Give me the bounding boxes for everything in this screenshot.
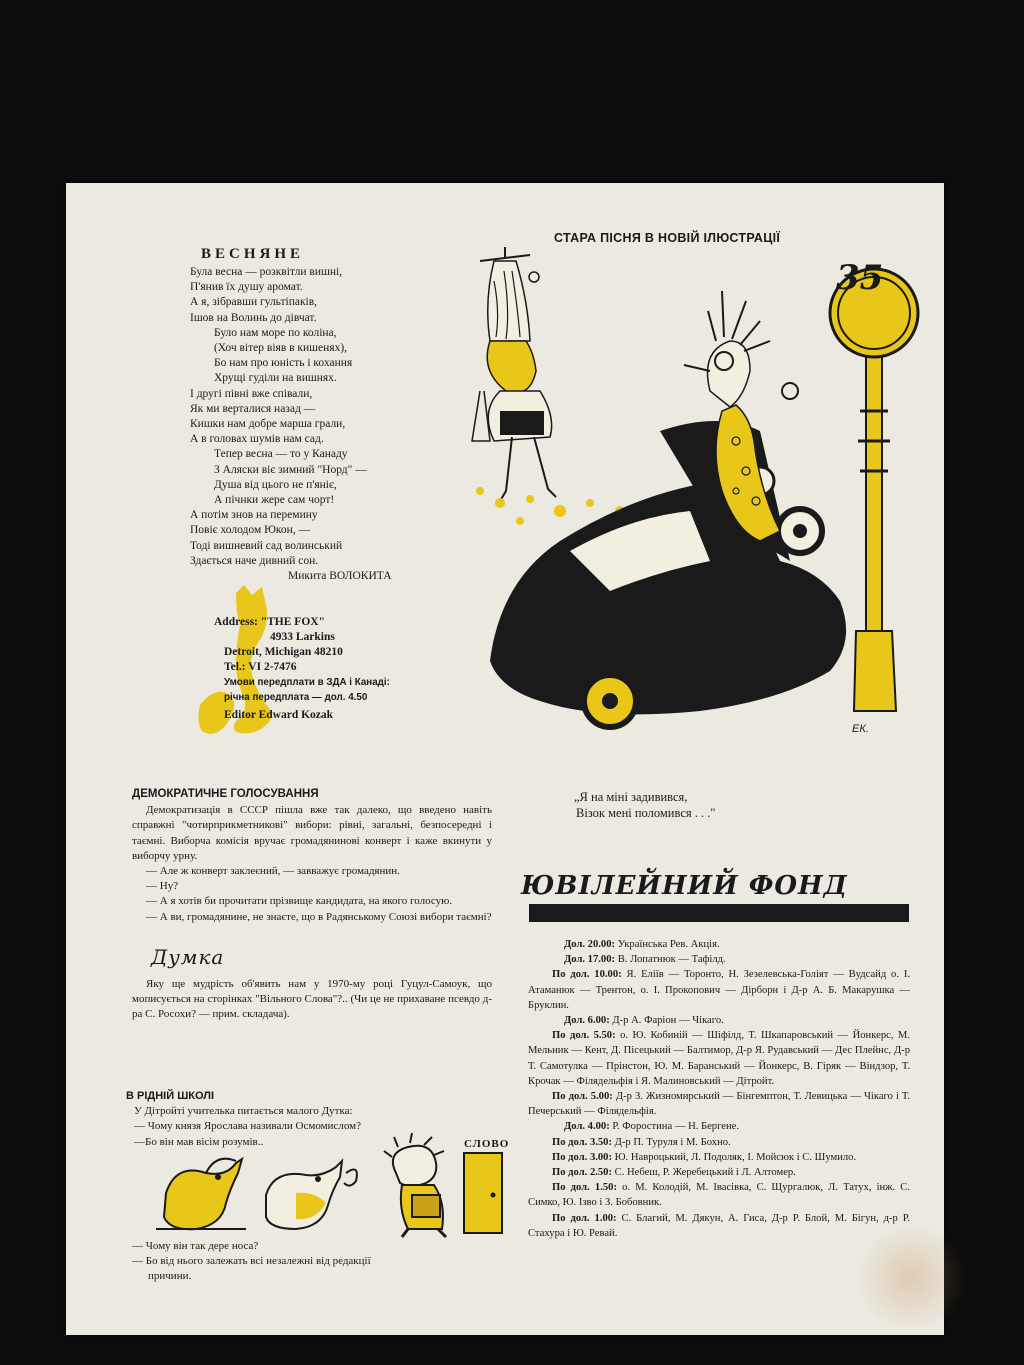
address-street: 4933 Larkins	[270, 631, 335, 643]
donor-entry: По дол. 3.00: Ю. Навроцький, Л. Подоляк,…	[552, 1151, 857, 1163]
jubilee-donor-list: Дол. 20.00: Українська Рев. Акція. Дол. …	[528, 937, 910, 1241]
school-cartoon-illustration	[156, 1133, 503, 1239]
article-line: — Чому він так дере носа?	[132, 1240, 259, 1252]
donor-entry: Дол. 4.00: Р. Форостина — Н. Бергене.	[564, 1121, 740, 1133]
article-heading: В РІДНІЙ ШКОЛІ	[126, 1090, 215, 1102]
poem-line: А я, зібравши гультіпаків,	[190, 296, 318, 309]
caption-line: „Я на міні задивився,	[574, 790, 688, 804]
donor-entry: По дол. 3.50: Д-р П. Туруля і М. Бохно.	[552, 1136, 731, 1148]
poem-line: (Хоч вітер віяв в кишенях),	[214, 342, 348, 355]
native-school-article: В РІДНІЙ ШКОЛІ У Дітройті учителька пита…	[126, 1089, 492, 1150]
poem-title: ВЕСНЯНЕ	[201, 246, 305, 262]
donor-entry: Дол. 20.00: Українська Рев. Акція.	[564, 939, 720, 950]
poem-line: Тоді вишневий сад волинський	[190, 539, 343, 552]
donor-entry: По дол. 1.50: о. М. Колодій, М. Івасівка…	[528, 1182, 910, 1209]
article-paragraph: Демократизація в СССР пішла вже так дале…	[132, 804, 492, 862]
fox-silhouette-icon	[198, 585, 272, 734]
address-city: Detroit, Michigan 48210	[224, 646, 343, 658]
donor-entry: По дол. 5.00: Д-р З. Жизномирський — Бін…	[528, 1091, 910, 1118]
democratic-voting-article: ДЕМОКРАТИЧНЕ ГОЛОСУВАННЯ Демократизація …	[132, 787, 492, 925]
article-heading: ДЕМОКРАТИЧНЕ ГОЛОСУВАННЯ	[132, 788, 319, 800]
poem-line: З Аляски віє зимний "Норд" —	[214, 463, 367, 476]
poem-line: Ішов на Волинь до дівчат.	[190, 311, 317, 324]
magazine-page: ВЕСНЯНЕ Була весна — розквітли вишні, П'…	[66, 183, 966, 1335]
article-line: — Чому князя Ярослава називали Осмомисло…	[134, 1120, 361, 1133]
article-paragraph: — А ви, громадянине, не знаєте, що в Рад…	[146, 910, 492, 923]
poem-line: Душа від цього не п'яніє,	[214, 478, 337, 491]
subscription-terms: Умови передплати в ЗДА і Канаді:	[224, 677, 390, 688]
donor-entry: По дол. 10.00: Я. Еліїв — Торонто, Н. Зе…	[528, 969, 910, 1011]
poem-author: Микита ВОЛОКИТА	[288, 570, 392, 583]
donor-entry: По дол. 5.50: о. Ю. Кобиній — Шіфілд, Т.…	[528, 1030, 910, 1087]
editor-credit: Editor Edward Kozak	[224, 709, 334, 721]
subscription-price: річна передплата — дол. 4.50	[224, 692, 368, 703]
article-paragraph: — Але ж конверт заклеєний, — завважує гр…	[146, 865, 400, 878]
poem-line: Здається наче дивний сон.	[190, 554, 319, 567]
donor-entry: По дол. 2.50: С. Небеш, Р. Жеребецький і…	[552, 1167, 796, 1179]
poem-line: А в головах шумів нам сад.	[190, 433, 324, 446]
bus-stop-number: 35	[836, 258, 884, 298]
donor-entry: Дол. 6.00: Д-р А. Фаріон — Чікаго.	[564, 1015, 724, 1027]
poem-line: Була весна — розквітли вишні,	[190, 266, 343, 278]
dumka-logo: Думка	[151, 945, 225, 969]
illustration-title: СТАРА ПІСНЯ В НОВІЙ ІЛЮСТРАЦІЇ	[554, 231, 781, 245]
article-line: У Дітройті учителька питається малого Ду…	[134, 1105, 353, 1118]
address-tel: Tel.: VI 2-7476	[224, 661, 297, 673]
poem-line: П'янив їх душу аромат.	[190, 281, 303, 294]
article-line: — Бо від нього залежать всі незалежні ві…	[132, 1255, 371, 1268]
illustration-caption: „Я на міні задивився, Візок мені поломив…	[574, 789, 715, 821]
paper-stain	[856, 1223, 966, 1333]
poem-line: Було нам море по коліна,	[214, 326, 337, 339]
article-paragraph: Яку ще мудрість об'явить нам у 1970-му р…	[132, 978, 492, 1021]
article-paragraph: — Ну?	[146, 880, 179, 893]
poem-line: Кишки нам добре марша грали,	[190, 418, 346, 431]
publisher-address: Address: "THE FOX" 4933 Larkins Detroit,…	[214, 615, 474, 723]
school-article-ending: — Чому він так дере носа? — Бо від нього…	[132, 1239, 492, 1285]
jubilee-fund-logo: ЮВІЛЕЙНИЙ ФОНД	[521, 871, 848, 901]
poem-body: Була весна — розквітли вишні, П'янив їх …	[190, 265, 420, 584]
address-label: Address: "THE FOX"	[214, 616, 325, 628]
car-crash-illustration	[471, 247, 920, 730]
caption-line: Візок мені поломився . . ."	[576, 806, 716, 820]
poem-line: Тепер весна — то у Канаду	[214, 448, 348, 461]
poem-line: І другі півні вже співали,	[190, 387, 313, 400]
slovo-sign: СЛОВО	[464, 1138, 510, 1150]
artist-signature: ЕК.	[852, 723, 869, 735]
poem-line: Повіє холодом Юкон, —	[190, 524, 311, 537]
dumka-article: Яку ще мудрість об'явить нам у 1970-му р…	[132, 977, 492, 1023]
poem-line: Як ми верталися назад —	[190, 402, 316, 415]
poem-line: А пічнки жере сам чорт!	[214, 494, 335, 507]
jubilee-fund-bar	[529, 904, 909, 922]
poem-line: Хрущі гуділи на вишнях.	[214, 372, 337, 385]
donor-entry: Дол. 17.00: В. Лопатнюк — Тафілд.	[564, 954, 726, 966]
poem-line: А потім знов на перемину	[190, 509, 318, 522]
article-line: причини.	[148, 1270, 192, 1283]
article-paragraph: — А я хотів би прочитати прізвище кандид…	[146, 895, 453, 908]
poem-line: Бо нам про юність і кохання	[214, 357, 353, 370]
article-line: —Бо він мав вісім розумів..	[134, 1135, 264, 1148]
donor-entry: По дол. 1.00: С. Благий, М. Дякун, А. Ги…	[528, 1212, 910, 1239]
